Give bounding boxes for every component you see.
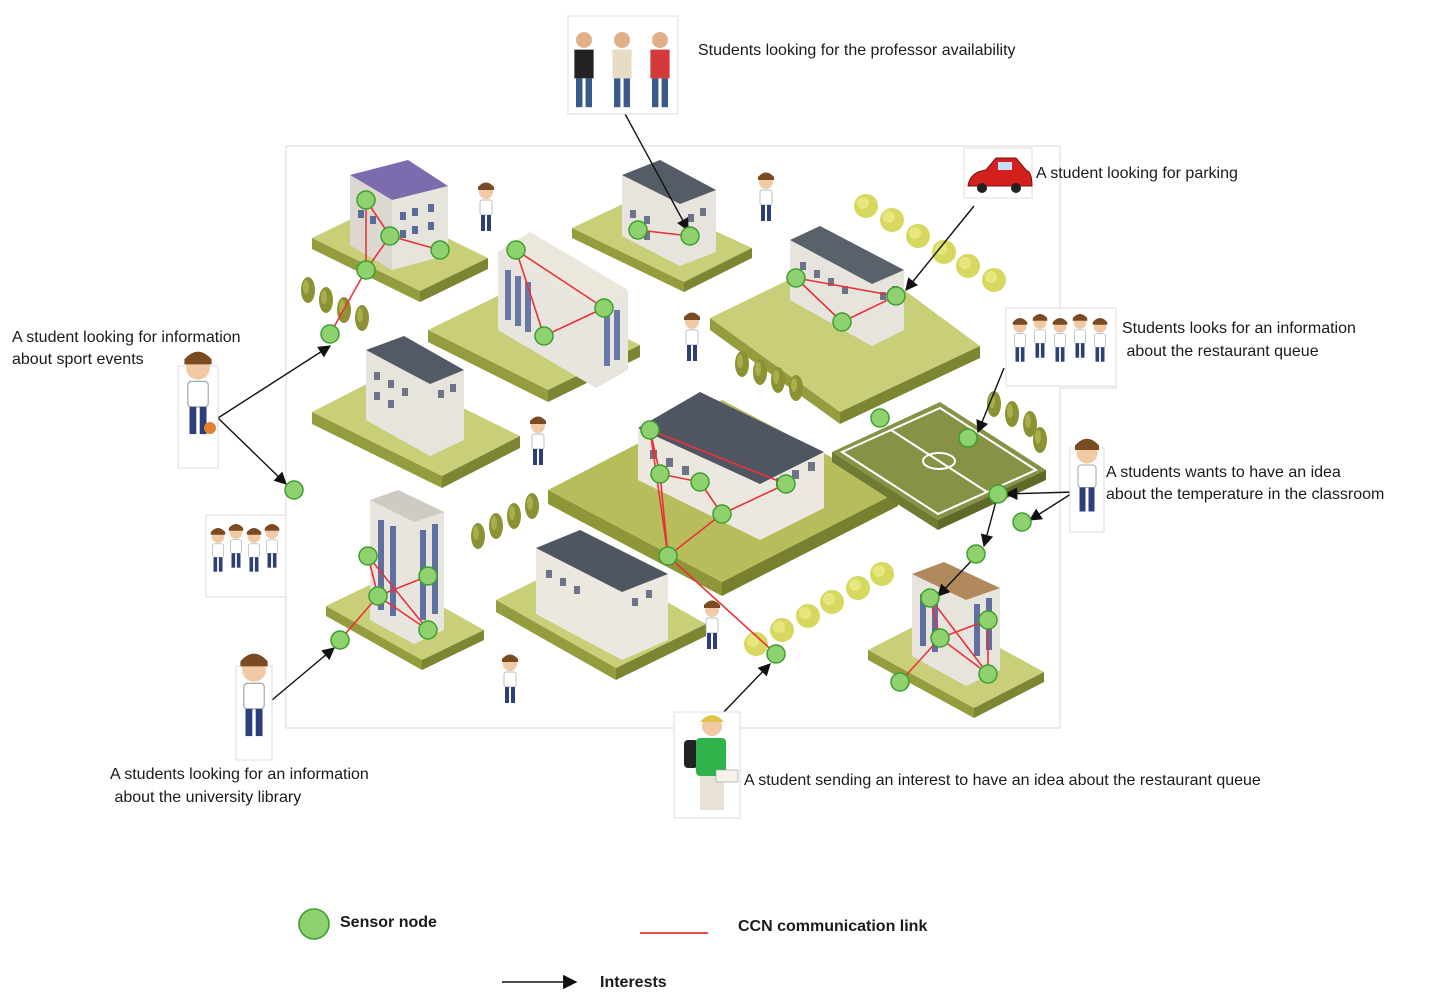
sensor-node: [320, 324, 340, 344]
label-professor: Students looking for the professor avail…: [698, 42, 1016, 59]
sensor-node: [330, 630, 350, 650]
label-sending-interest: A student sending an interest to have an…: [744, 772, 1261, 789]
girl-student-left-image: [235, 652, 273, 761]
label-restaurant-line1: Students looks for an information: [1122, 320, 1356, 337]
sensor-node: [658, 546, 678, 566]
label-sport-line2: about sport events: [12, 351, 144, 368]
sensor-node: [358, 546, 378, 566]
sensor-node: [640, 420, 660, 440]
sensor-node: [368, 586, 388, 606]
block-purple-building: [312, 160, 488, 302]
sensor-node: [886, 286, 906, 306]
sensor-node: [534, 326, 554, 346]
legend-interests-label: Interests: [600, 974, 667, 991]
label-temperature-line1: A students wants to have an idea: [1106, 464, 1341, 481]
sensor-nodes: [284, 190, 1032, 692]
sensor-node: [978, 610, 998, 630]
block-tall-building: [428, 232, 640, 402]
sensor-node: [356, 260, 376, 280]
sensor-node: [832, 312, 852, 332]
sensor-node: [430, 240, 450, 260]
student-backpack-image: [673, 711, 741, 819]
label-library-line2: about the university library: [110, 789, 302, 806]
sensor-node: [380, 226, 400, 246]
sensor-node: [786, 268, 806, 288]
sensor-node: [920, 588, 940, 608]
sensor-node: [650, 464, 670, 484]
sensor-node: [594, 298, 614, 318]
sensor-node: [978, 664, 998, 684]
sensor-node: [418, 566, 438, 586]
sensor-node: [284, 480, 304, 500]
sensor-node: [506, 240, 526, 260]
students-group-left-image: [205, 514, 287, 598]
sport-student-image: [177, 350, 219, 469]
sensor-node: [690, 472, 710, 492]
sensor-node: [1012, 512, 1032, 532]
students-group-right-image: [1005, 307, 1117, 387]
block-central: [548, 392, 898, 596]
sensor-node: [680, 226, 700, 246]
sensor-node: [870, 408, 890, 428]
sensor-node: [988, 484, 1008, 504]
block-bottom-center: [496, 530, 706, 680]
legend-sensor-node-label: Sensor node: [340, 914, 437, 931]
label-library-line1: A students looking for an information: [110, 766, 369, 783]
girl-student-right-image: [1069, 438, 1105, 533]
sensor-node: [776, 474, 796, 494]
label-restaurant-line2: about the restaurant queue: [1122, 343, 1319, 360]
block-left-middle: [312, 336, 520, 488]
block-bottom-left: [326, 490, 484, 670]
label-sport-line1: A student looking for information: [12, 329, 241, 346]
sensor-node: [418, 620, 438, 640]
label-parking: A student looking for parking: [1036, 165, 1238, 182]
sensor-node: [966, 544, 986, 564]
three-students-image: [567, 15, 679, 115]
red-car-image: [963, 147, 1033, 199]
sensor-node: [766, 644, 786, 664]
label-temperature-line2: about the temperature in the classroom: [1106, 486, 1385, 503]
sensor-node: [356, 190, 376, 210]
legend-sensor-node-icon: [298, 908, 330, 940]
sensor-node: [930, 628, 950, 648]
sensor-node: [712, 504, 732, 524]
legend-ccn-link-label: CCN communication link: [738, 918, 928, 935]
sensor-node: [890, 672, 910, 692]
sensor-node: [958, 428, 978, 448]
interest-arrows: [217, 111, 1075, 717]
sensor-node: [628, 220, 648, 240]
